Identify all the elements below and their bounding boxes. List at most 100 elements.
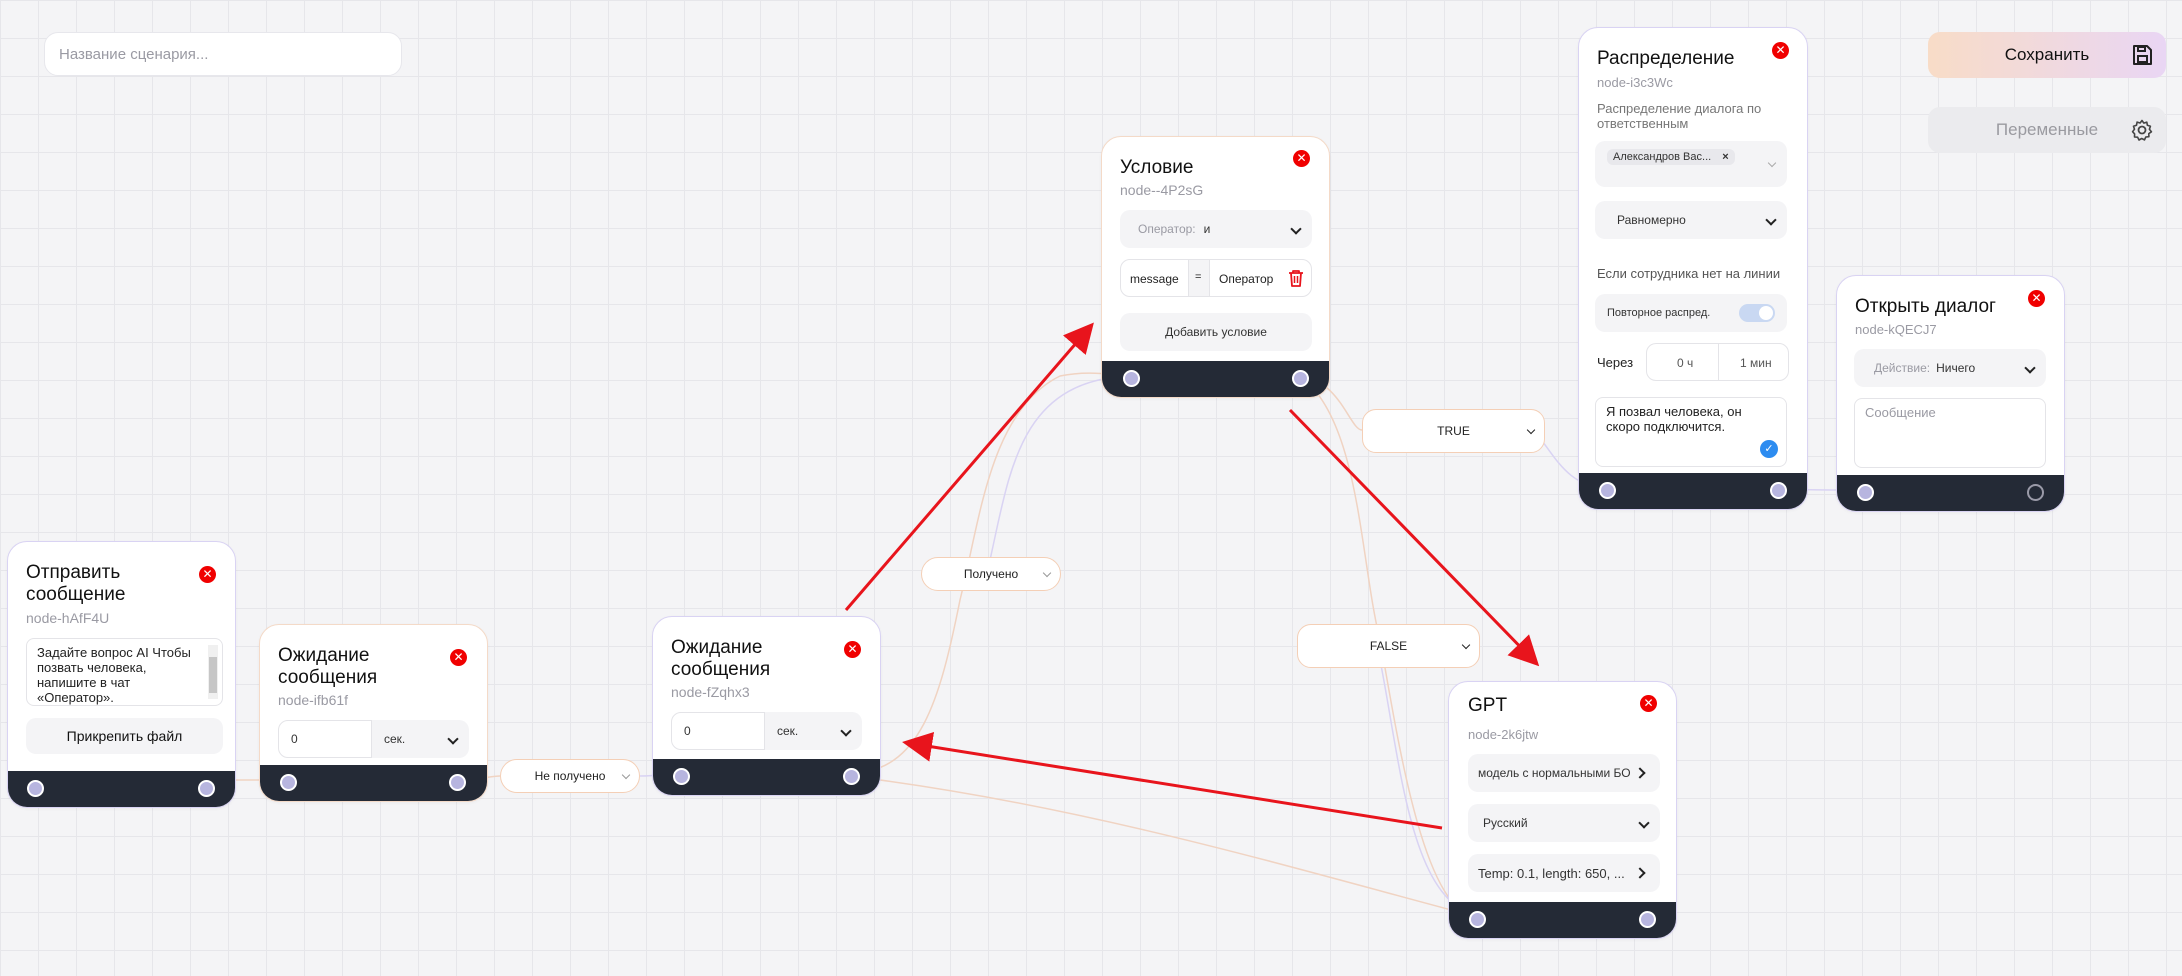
save-button-label: Сохранить [2004,45,2090,64]
edge-label-false[interactable]: FALSE [1297,624,1480,668]
node-title: GPT [1468,695,1508,716]
wait-unit-select[interactable]: сек. [372,720,469,758]
gpt-params-button[interactable]: Temp: 0.1, length: 650, ... [1468,854,1660,892]
assignee-tag-label: Александров Вас... [1613,151,1712,163]
offline-label: Если сотрудника нет на линии [1597,266,1781,281]
output-port[interactable] [843,768,860,785]
wait-unit-select[interactable]: сек. [765,712,862,750]
output-port[interactable] [1770,482,1787,499]
wait-duration-value: 0 [684,724,691,738]
operator-select[interactable]: Оператор: и [1120,210,1312,248]
condition-row: message = Оператор [1120,259,1312,297]
retry-label: Повторное распред. [1607,307,1711,319]
assignee-multiselect[interactable]: Александров Вас... × [1595,141,1787,187]
add-condition-button[interactable]: Добавить условие [1120,313,1312,351]
language-select[interactable]: Русский [1468,804,1660,842]
node-gpt[interactable]: GPT ✕ node-2k6jtw модель с нормальными Б… [1448,681,1677,939]
node-distribution[interactable]: Распределение ✕ node-i3c3Wc Распределени… [1578,27,1808,510]
input-port[interactable] [280,774,297,791]
output-port[interactable] [1639,911,1656,928]
output-port[interactable] [2027,484,2044,501]
model-value: модель с нормальными БО [1478,766,1631,780]
close-icon[interactable]: ✕ [450,649,467,666]
model-select[interactable]: модель с нормальными БО [1468,754,1660,792]
input-port[interactable] [1599,482,1616,499]
language-value: Русский [1483,816,1528,830]
after-label: Через [1597,355,1634,370]
operator-value: и [1203,222,1211,236]
action-label: Действие: [1874,361,1931,375]
action-select[interactable]: Действие: Ничего [1854,349,2046,387]
message-textarea[interactable]: Задайте вопрос AI Чтобы позвать человека… [26,638,223,706]
node-footer [1449,902,1676,938]
scenario-name-input[interactable] [44,32,402,76]
open-dialog-message[interactable]: Сообщение [1854,398,2046,468]
hours-input[interactable]: 0 ч [1677,356,1694,370]
close-icon[interactable]: ✕ [1772,42,1789,59]
input-port[interactable] [673,768,690,785]
edge-wait2-bottom-to-gpt [879,779,1471,916]
node-id: node-2k6jtw [1468,727,1539,742]
distribution-mode-select[interactable]: Равномерно [1595,201,1787,239]
chevron-down-icon [1526,425,1536,435]
wait-duration-input[interactable]: 0 [278,720,372,758]
condition-operator[interactable]: = [1195,271,1202,283]
attach-file-button[interactable]: Прикрепить файл [26,718,223,754]
node-footer [653,759,880,795]
close-icon[interactable]: ✕ [2028,290,2045,307]
remove-tag-icon[interactable]: × [1722,151,1729,163]
node-send-message[interactable]: Отправить сообщение ✕ node-hAfF4U Задайт… [7,541,236,808]
distribution-mode-value: Равномерно [1617,213,1686,227]
distribution-description: Распределение диалога по ответственным [1597,101,1762,131]
output-port[interactable] [449,774,466,791]
close-icon[interactable]: ✕ [844,641,861,658]
output-port[interactable] [198,780,215,797]
close-icon[interactable]: ✕ [1293,150,1310,167]
variables-button-label: Переменные [1995,120,2099,139]
gpt-params-value: Temp: 0.1, length: 650, ... [1478,865,1625,881]
edge-received-to-condition [989,375,1131,561]
assignee-tag[interactable]: Александров Вас... × [1607,149,1735,165]
save-button[interactable]: Сохранить [1928,32,2166,78]
output-port[interactable] [1292,370,1309,387]
node-id: node-kQECJ7 [1855,322,1937,337]
add-condition-label: Добавить условие [1165,325,1267,339]
edge-label-received[interactable]: Получено [921,557,1061,591]
wait-duration-value: 0 [291,732,298,746]
node-title: Условие [1120,157,1194,178]
variables-button[interactable]: Переменные [1928,107,2166,153]
node-id: node-ifb61f [278,692,349,708]
edge-label-true[interactable]: TRUE [1362,409,1545,453]
input-port[interactable] [1857,484,1874,501]
node-condition[interactable]: Условие ✕ node--4P2sG Оператор: и messag… [1101,136,1330,398]
trash-icon[interactable] [1288,269,1304,290]
distribution-message[interactable]: Я позвал человека, он скоро подключится.… [1595,397,1787,467]
message-text: Задайте вопрос AI Чтобы позвать человека… [37,645,191,705]
condition-value[interactable]: Оператор [1219,272,1274,286]
textarea-scrollbar[interactable] [208,645,218,699]
close-icon[interactable]: ✕ [1640,695,1657,712]
action-value: Ничего [1936,361,1976,375]
node-id: node-fZqhx3 [671,684,750,700]
close-icon[interactable]: ✕ [199,566,216,583]
wait-duration-input[interactable]: 0 [671,712,765,750]
chevron-down-icon [1765,214,1777,226]
distribution-message-text: Я позвал человека, он скоро подключится. [1606,404,1742,434]
retry-toggle[interactable] [1739,304,1775,322]
node-wait-message-1[interactable]: Ожидание сообщения ✕ node-ifb61f 0 сек. [259,624,488,802]
check-icon[interactable]: ✓ [1760,440,1778,458]
condition-field[interactable]: message [1130,272,1179,286]
node-open-dialog[interactable]: Открыть диалог ✕ node-kQECJ7 Действие: Н… [1836,275,2065,512]
input-port[interactable] [1469,911,1486,928]
edge-label-text: FALSE [1369,639,1408,653]
input-port[interactable] [1123,370,1140,387]
input-port[interactable] [27,780,44,797]
minutes-input[interactable]: 1 мин [1740,356,1772,370]
wait-unit-value: сек. [777,724,799,738]
node-title: Ожидание сообщения [278,645,378,688]
chevron-down-icon [840,725,852,737]
edge-label-not-received[interactable]: Не получено [500,759,640,793]
node-title: Открыть диалог [1855,296,1996,317]
chevron-down-icon [1290,223,1302,235]
node-wait-message-2[interactable]: Ожидание сообщения ✕ node-fZqhx3 0 сек. [652,616,881,796]
